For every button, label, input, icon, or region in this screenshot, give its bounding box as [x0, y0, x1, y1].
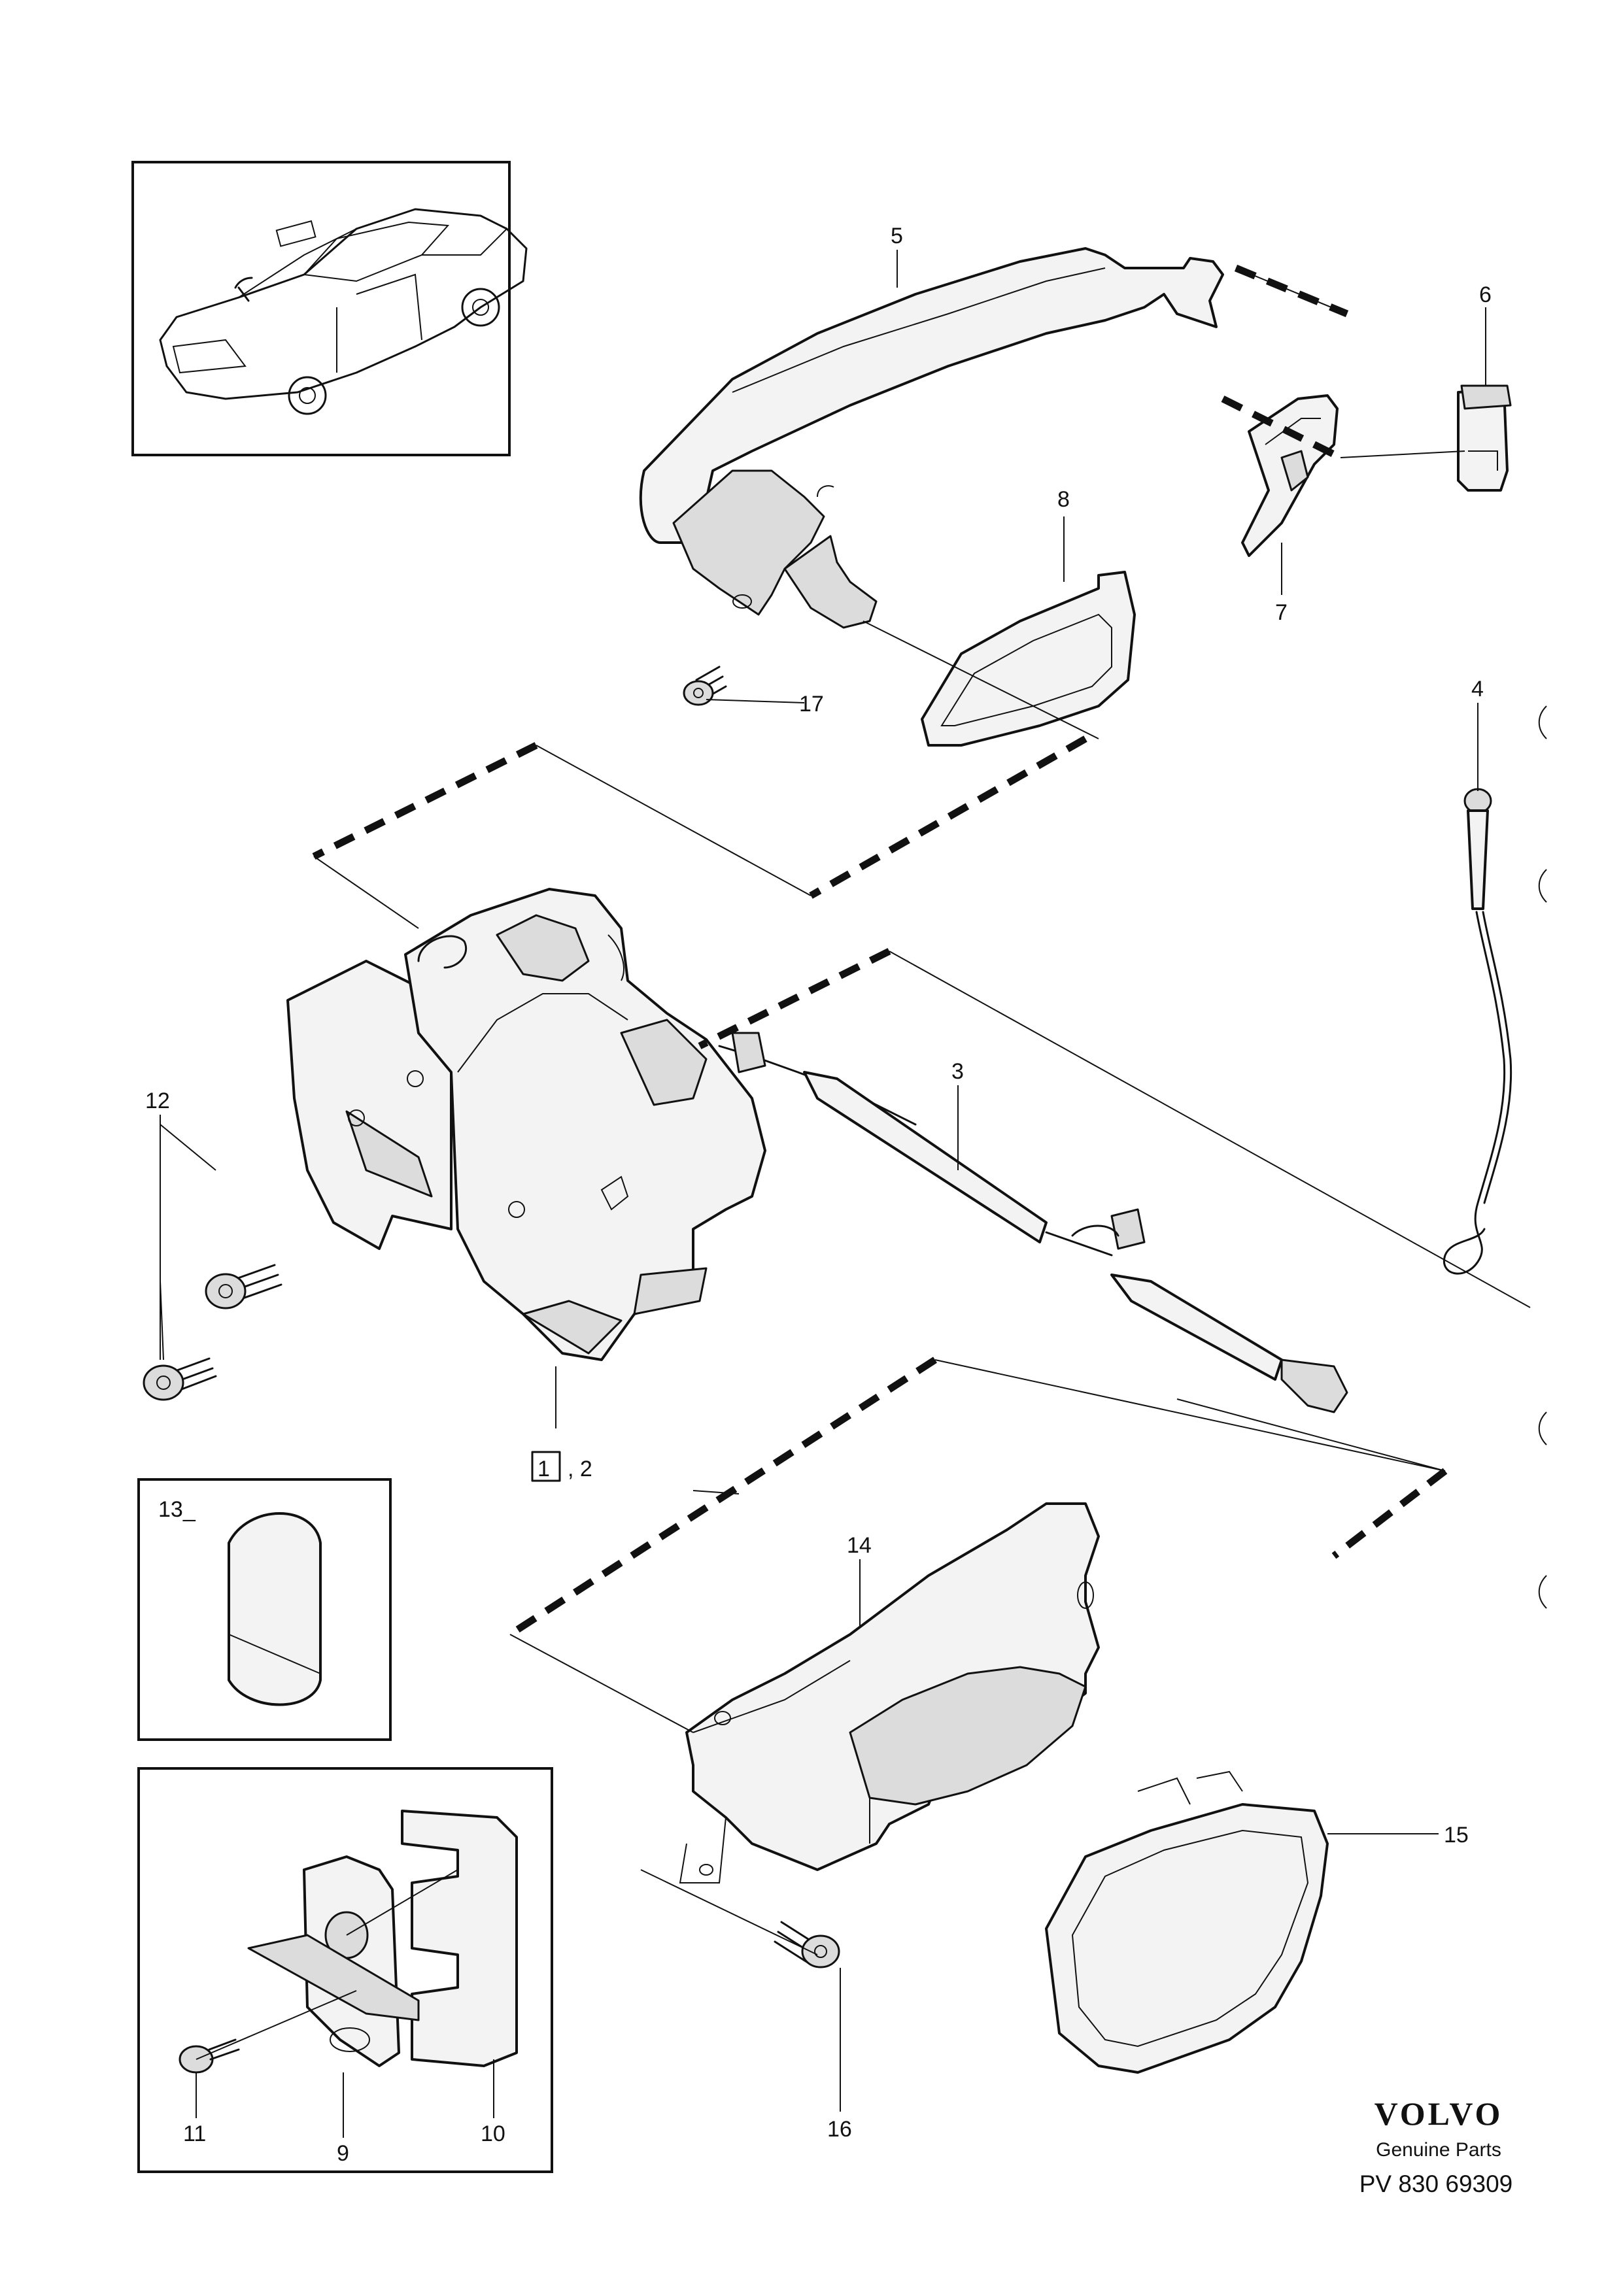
cable-part-3	[718, 1032, 1348, 1413]
outer-handle-part-5	[639, 247, 1224, 629]
callout-15: 15	[1444, 1823, 1469, 1848]
callouts: 1 , 2 3 4 5 6 7 8 9 10 11 12 13_ 14 15 1…	[145, 224, 1492, 2166]
genuine-parts-label: Genuine Parts	[1376, 2139, 1501, 2161]
callout-10: 10	[481, 2121, 505, 2146]
cap-part-7	[1241, 394, 1339, 557]
callout-2: , 2	[568, 1457, 592, 1481]
callout-16: 16	[827, 2117, 852, 2142]
lock-part-1	[286, 888, 766, 1361]
callout-14: 14	[847, 1533, 872, 1558]
margin-marks	[1538, 705, 1547, 1609]
bezel-part-8	[921, 571, 1136, 747]
callout-11: 11	[183, 2121, 206, 2146]
inset-parts-9-10-11	[137, 1767, 553, 2173]
callout-7: 7	[1275, 600, 1288, 625]
callout-1-box	[531, 1451, 561, 1482]
car-illustration	[159, 208, 528, 415]
rod-part-4	[1443, 788, 1512, 1275]
inner-bezel-part-15	[1045, 1770, 1329, 2074]
leader-lines	[160, 250, 1486, 2138]
screw-part-16	[774, 1921, 840, 1968]
callout-8: 8	[1057, 487, 1070, 512]
callout-13: 13_	[158, 1497, 196, 1522]
dashed-outlines	[312, 264, 1448, 1638]
inner-housing-part-14	[679, 1502, 1100, 1883]
screws-part-12	[143, 1264, 282, 1401]
brand-block: VOLVO Genuine Parts PV 830 69309	[1359, 2095, 1513, 2197]
assembly-lines	[313, 267, 1531, 1955]
callout-6: 6	[1479, 282, 1492, 307]
screw-part-17	[683, 666, 727, 706]
callout-12: 12	[145, 1089, 170, 1113]
vehicle-inset	[131, 161, 528, 456]
callout-3: 3	[951, 1059, 964, 1084]
callout-1: 1	[538, 1457, 550, 1481]
diagram-reference: PV 830 69309	[1359, 2170, 1513, 2197]
callout-4: 4	[1471, 677, 1484, 701]
clip-part-6	[1457, 384, 1512, 492]
inset-part-13	[137, 1478, 392, 1741]
callout-17: 17	[799, 692, 824, 717]
callout-9: 9	[337, 2141, 349, 2166]
volvo-logo: VOLVO	[1375, 2095, 1503, 2132]
callout-5: 5	[891, 224, 903, 248]
